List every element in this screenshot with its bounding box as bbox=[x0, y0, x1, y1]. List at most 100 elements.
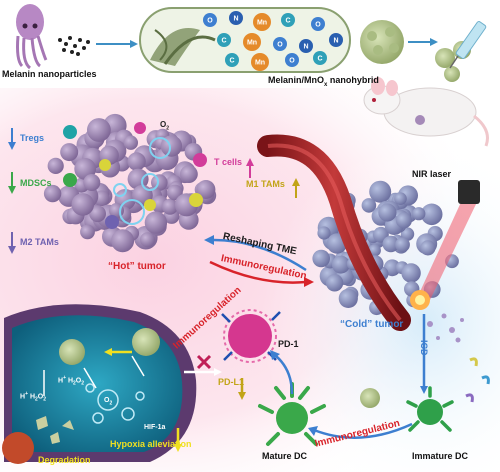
tumor-cell-ball bbox=[144, 211, 168, 234]
atom-circle bbox=[229, 11, 243, 25]
atom-circle bbox=[243, 33, 261, 51]
atom-circle bbox=[217, 33, 231, 47]
atom-label: Mn bbox=[247, 40, 257, 47]
atom-circle bbox=[313, 51, 327, 65]
atom-label: C bbox=[229, 58, 234, 65]
mature-dc-label: Mature DC bbox=[262, 451, 308, 461]
tumor-cell-ball bbox=[395, 212, 412, 229]
tumor-cell-ball bbox=[338, 288, 358, 308]
atom-circle bbox=[311, 17, 325, 31]
atom-circle bbox=[273, 37, 287, 51]
degradation-label: Degradation bbox=[38, 455, 91, 465]
tumor-cell-ball bbox=[71, 193, 95, 216]
hif-label: HIF-1a bbox=[144, 424, 166, 431]
immature-dc bbox=[406, 386, 454, 432]
atom-label: N bbox=[333, 38, 338, 45]
m2-tams-label: M2 TAMs bbox=[20, 237, 59, 247]
mdscs-label: MDSCs bbox=[20, 178, 52, 188]
tumor-cell-ball bbox=[43, 184, 62, 203]
tumor-cell-ball bbox=[361, 198, 377, 213]
atom-label: C bbox=[285, 18, 290, 25]
degradation-fragments bbox=[36, 416, 74, 444]
atom-label: Mn bbox=[255, 60, 265, 67]
hypoxia-down-arrow bbox=[174, 428, 182, 452]
tumor-cell-ball bbox=[47, 157, 64, 174]
down-arrows bbox=[8, 128, 300, 254]
yellow-arrow bbox=[104, 348, 132, 356]
tumor-cell-ball bbox=[89, 205, 106, 223]
squid-illustration bbox=[16, 4, 48, 70]
immunoregulation-bottom-arrow bbox=[308, 422, 413, 439]
pdl1-down-arrow bbox=[238, 378, 246, 400]
o2-bubbles bbox=[113, 137, 171, 225]
atom-circle bbox=[329, 33, 343, 47]
atom-label: O bbox=[277, 42, 283, 49]
atom-label: O bbox=[315, 22, 321, 29]
dc-nanoparticle bbox=[360, 388, 380, 408]
h-h2o2-label-a: H+ H2O2 bbox=[58, 375, 85, 387]
immature-dc-label: Immature DC bbox=[412, 451, 469, 461]
m1-tams-label: M1 TAMs bbox=[246, 179, 285, 189]
tumor-cell-ball bbox=[317, 226, 331, 240]
tumor-cell-ball bbox=[80, 224, 95, 240]
hypoxia-alleviation-label: Hypoxia alleviation bbox=[110, 439, 192, 449]
tumor-debris bbox=[427, 313, 464, 343]
nanohybrid-particle bbox=[360, 20, 404, 64]
syringe bbox=[449, 21, 487, 69]
blood-vessel bbox=[257, 134, 411, 331]
tumor-cell-ball bbox=[401, 263, 421, 283]
reshaping-arrow bbox=[204, 235, 307, 272]
atom-label: Mn bbox=[257, 20, 267, 27]
atom-circle bbox=[299, 39, 313, 53]
pd-blocker-x bbox=[196, 354, 212, 370]
tumor-cell-ball bbox=[140, 232, 155, 248]
h-h2o2-label-b: H+ H2O2 bbox=[20, 391, 47, 403]
tumor-cell-ball bbox=[127, 152, 146, 171]
hot-tumor-immune-cells bbox=[63, 122, 207, 229]
tumor-cell-ball bbox=[87, 118, 111, 142]
tumor-cell-ball bbox=[162, 198, 178, 215]
o2-cell-label: O2 bbox=[104, 397, 113, 407]
immunoregulation-top-arrow bbox=[209, 260, 314, 287]
melanin-nanoparticles-label: Melanin nanoparticles bbox=[2, 69, 97, 79]
melanin-dots bbox=[58, 36, 90, 56]
hot-tumor-title: “Hot” tumor bbox=[108, 261, 166, 272]
tumor-cell-ball bbox=[369, 180, 392, 203]
atom-circle bbox=[285, 53, 299, 67]
mouse-illustration bbox=[363, 77, 489, 147]
tumor-cell-ball bbox=[420, 203, 443, 226]
tumor-cell-ball bbox=[180, 165, 198, 184]
atom-circle bbox=[281, 13, 295, 27]
atom-label: O bbox=[207, 18, 213, 25]
tumor-cell-ball bbox=[123, 135, 138, 150]
tumor-cell-ball bbox=[60, 143, 79, 162]
tumor-cell-ball bbox=[331, 255, 350, 274]
pd-1-label: PD-1 bbox=[278, 339, 299, 349]
atom-circle bbox=[225, 53, 239, 67]
atom-label: N bbox=[303, 44, 308, 51]
tumor-cell-ball bbox=[111, 229, 135, 253]
tumor-cell-ball bbox=[325, 274, 344, 292]
tumor-cell-ball bbox=[312, 249, 331, 268]
tumor-cell-ball bbox=[378, 203, 397, 222]
pd-l1-label: PD-L1 bbox=[218, 377, 245, 387]
tumor-cell-ball bbox=[83, 174, 101, 191]
antigen-fragments bbox=[465, 357, 490, 403]
nir-laser-label: NIR laser bbox=[412, 169, 452, 179]
pd1-tcell bbox=[221, 309, 281, 363]
tumor-cell-ball bbox=[394, 192, 407, 205]
cell-arrows bbox=[43, 355, 145, 396]
atom-circle bbox=[203, 13, 217, 27]
atom-label: C bbox=[221, 38, 226, 45]
atom-circle bbox=[251, 53, 269, 71]
cell-nanoparticles bbox=[59, 328, 160, 365]
atom-circle bbox=[253, 13, 271, 31]
tumor-cell-ball bbox=[395, 237, 410, 253]
tumor-cell-ball bbox=[382, 235, 400, 253]
atom-label: C bbox=[317, 56, 322, 63]
cell-bubbles bbox=[85, 383, 145, 424]
icd-arrow bbox=[420, 314, 428, 394]
